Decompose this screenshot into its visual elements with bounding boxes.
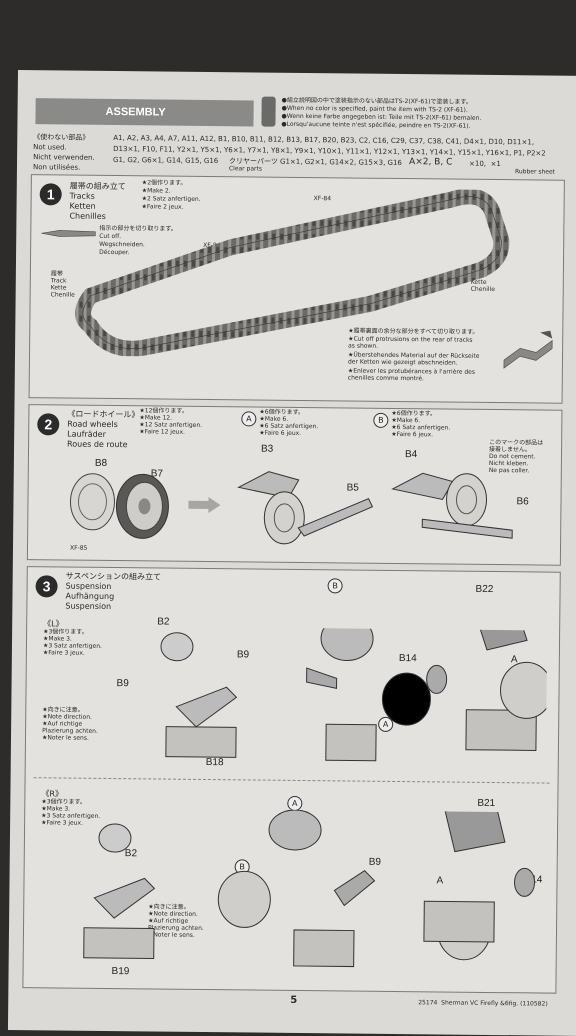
product-code: 25174 Sherman VC Firefly &6fig. (110582)	[418, 999, 548, 1008]
abc-parts: A×2, B, C	[409, 157, 453, 168]
step2-b-make: ★6個作ります。 ★Make 6. ★6 Satz anfertigen. ★F…	[391, 409, 451, 439]
knife-icon	[41, 230, 96, 237]
step2-a-make: ★6個作ります。 ★Make 6. ★6 Satz anfertigen. ★F…	[259, 408, 319, 437]
step3-title-jp: サスペンションの組み立て	[65, 571, 162, 582]
suspension-arm-b-drawing	[391, 472, 513, 539]
note-fr: ●Lorsqu'aucune teinte n'est spécifiée, p…	[281, 120, 471, 130]
step3-title-de: Aufhängung	[65, 591, 115, 602]
rubber-count: ×10, ×1	[469, 159, 501, 169]
protr-de: ★Überstehendes Material auf der Rückseit…	[347, 351, 480, 367]
rubber-label: Rubber sheet	[514, 168, 556, 176]
xf85-label: XF-85	[69, 544, 88, 552]
suspension-arm-a-drawing	[237, 471, 374, 545]
unused-line3: G1, G2, G6×1, G14, G15, G16	[113, 156, 219, 166]
step3-panel: 3 サスペンションの組み立て Suspension Aufhängung Sus…	[22, 566, 561, 994]
step3-title-en: Suspension	[65, 581, 112, 592]
wheel-pair-drawing	[69, 473, 169, 539]
protr-en: ★Cut off protrusions on the rear of trac…	[348, 335, 473, 350]
right-side-label: 《R》	[41, 789, 64, 799]
track-detail-icon	[503, 330, 553, 369]
step2-title-fr: Roues de route	[67, 439, 128, 450]
unused-line1: A1, A2, A3, A4, A7, A11, A12, B1, B10, B…	[113, 134, 535, 147]
step2-panel: 2 《ロードホイール》 Road wheels Laufräder Roues …	[26, 404, 563, 566]
l-part-b22: B22	[475, 583, 494, 596]
r-part-b21: B21	[477, 797, 496, 810]
step2-a-circle: A	[241, 411, 257, 427]
track-drawing	[75, 188, 510, 357]
step3-number: 3	[35, 575, 58, 598]
clear-parts-sub: Clear parts	[228, 165, 263, 173]
page-number: 5	[290, 994, 298, 1006]
assembly-header: ASSEMBLY	[35, 98, 254, 127]
unused-label-de: Nicht verwenden.	[33, 153, 95, 162]
step2-title-en: Road wheels	[67, 419, 118, 430]
unused-label-en: Not used.	[33, 143, 67, 152]
l-circle-b: B	[327, 578, 343, 594]
step2-number: 2	[37, 413, 60, 436]
r-suspension-drawing	[83, 807, 536, 968]
left-direction: ★向きに注意。 ★Note direction. ★Auf richtige P…	[41, 706, 98, 742]
step3-title-fr: Suspension	[65, 601, 112, 612]
paint-can-icon	[261, 96, 276, 127]
step2-title-jp: 《ロードホイール》	[67, 409, 140, 420]
instruction-page: ASSEMBLY ●組立説明図の中で塗装指示のない部品はTS-2(XF-61)で…	[7, 70, 576, 1036]
step2-title-de: Laufräder	[67, 429, 106, 439]
part-b3: B3	[260, 443, 274, 455]
l-part-b9: B9	[116, 678, 129, 690]
left-side-label: 《L》	[43, 619, 64, 629]
protr-fr: ★Enlever les protubérances à l'arrière d…	[347, 367, 476, 383]
step2-b-circle: B	[373, 412, 389, 428]
l-suspension-drawing	[160, 626, 548, 762]
arrow-icon	[188, 497, 221, 514]
r-circle-a: A	[287, 795, 303, 812]
left-make: ★3個作ります。 ★Make 3. ★3 Satz anfertigen. ★F…	[42, 628, 102, 657]
unused-label-jp: 《使わない部品》	[33, 133, 90, 142]
step2-make: ★12個作ります。 ★Make 12. ★12 Satz anfertigen.…	[139, 407, 203, 436]
step3-divider	[33, 777, 550, 784]
step1-number: 1	[39, 183, 62, 206]
step1-panel: 1 履帯の組み立て Tracks Ketten Chenilles ★2個作りま…	[28, 174, 565, 404]
unused-label-fr: Non utilisées.	[32, 163, 81, 172]
